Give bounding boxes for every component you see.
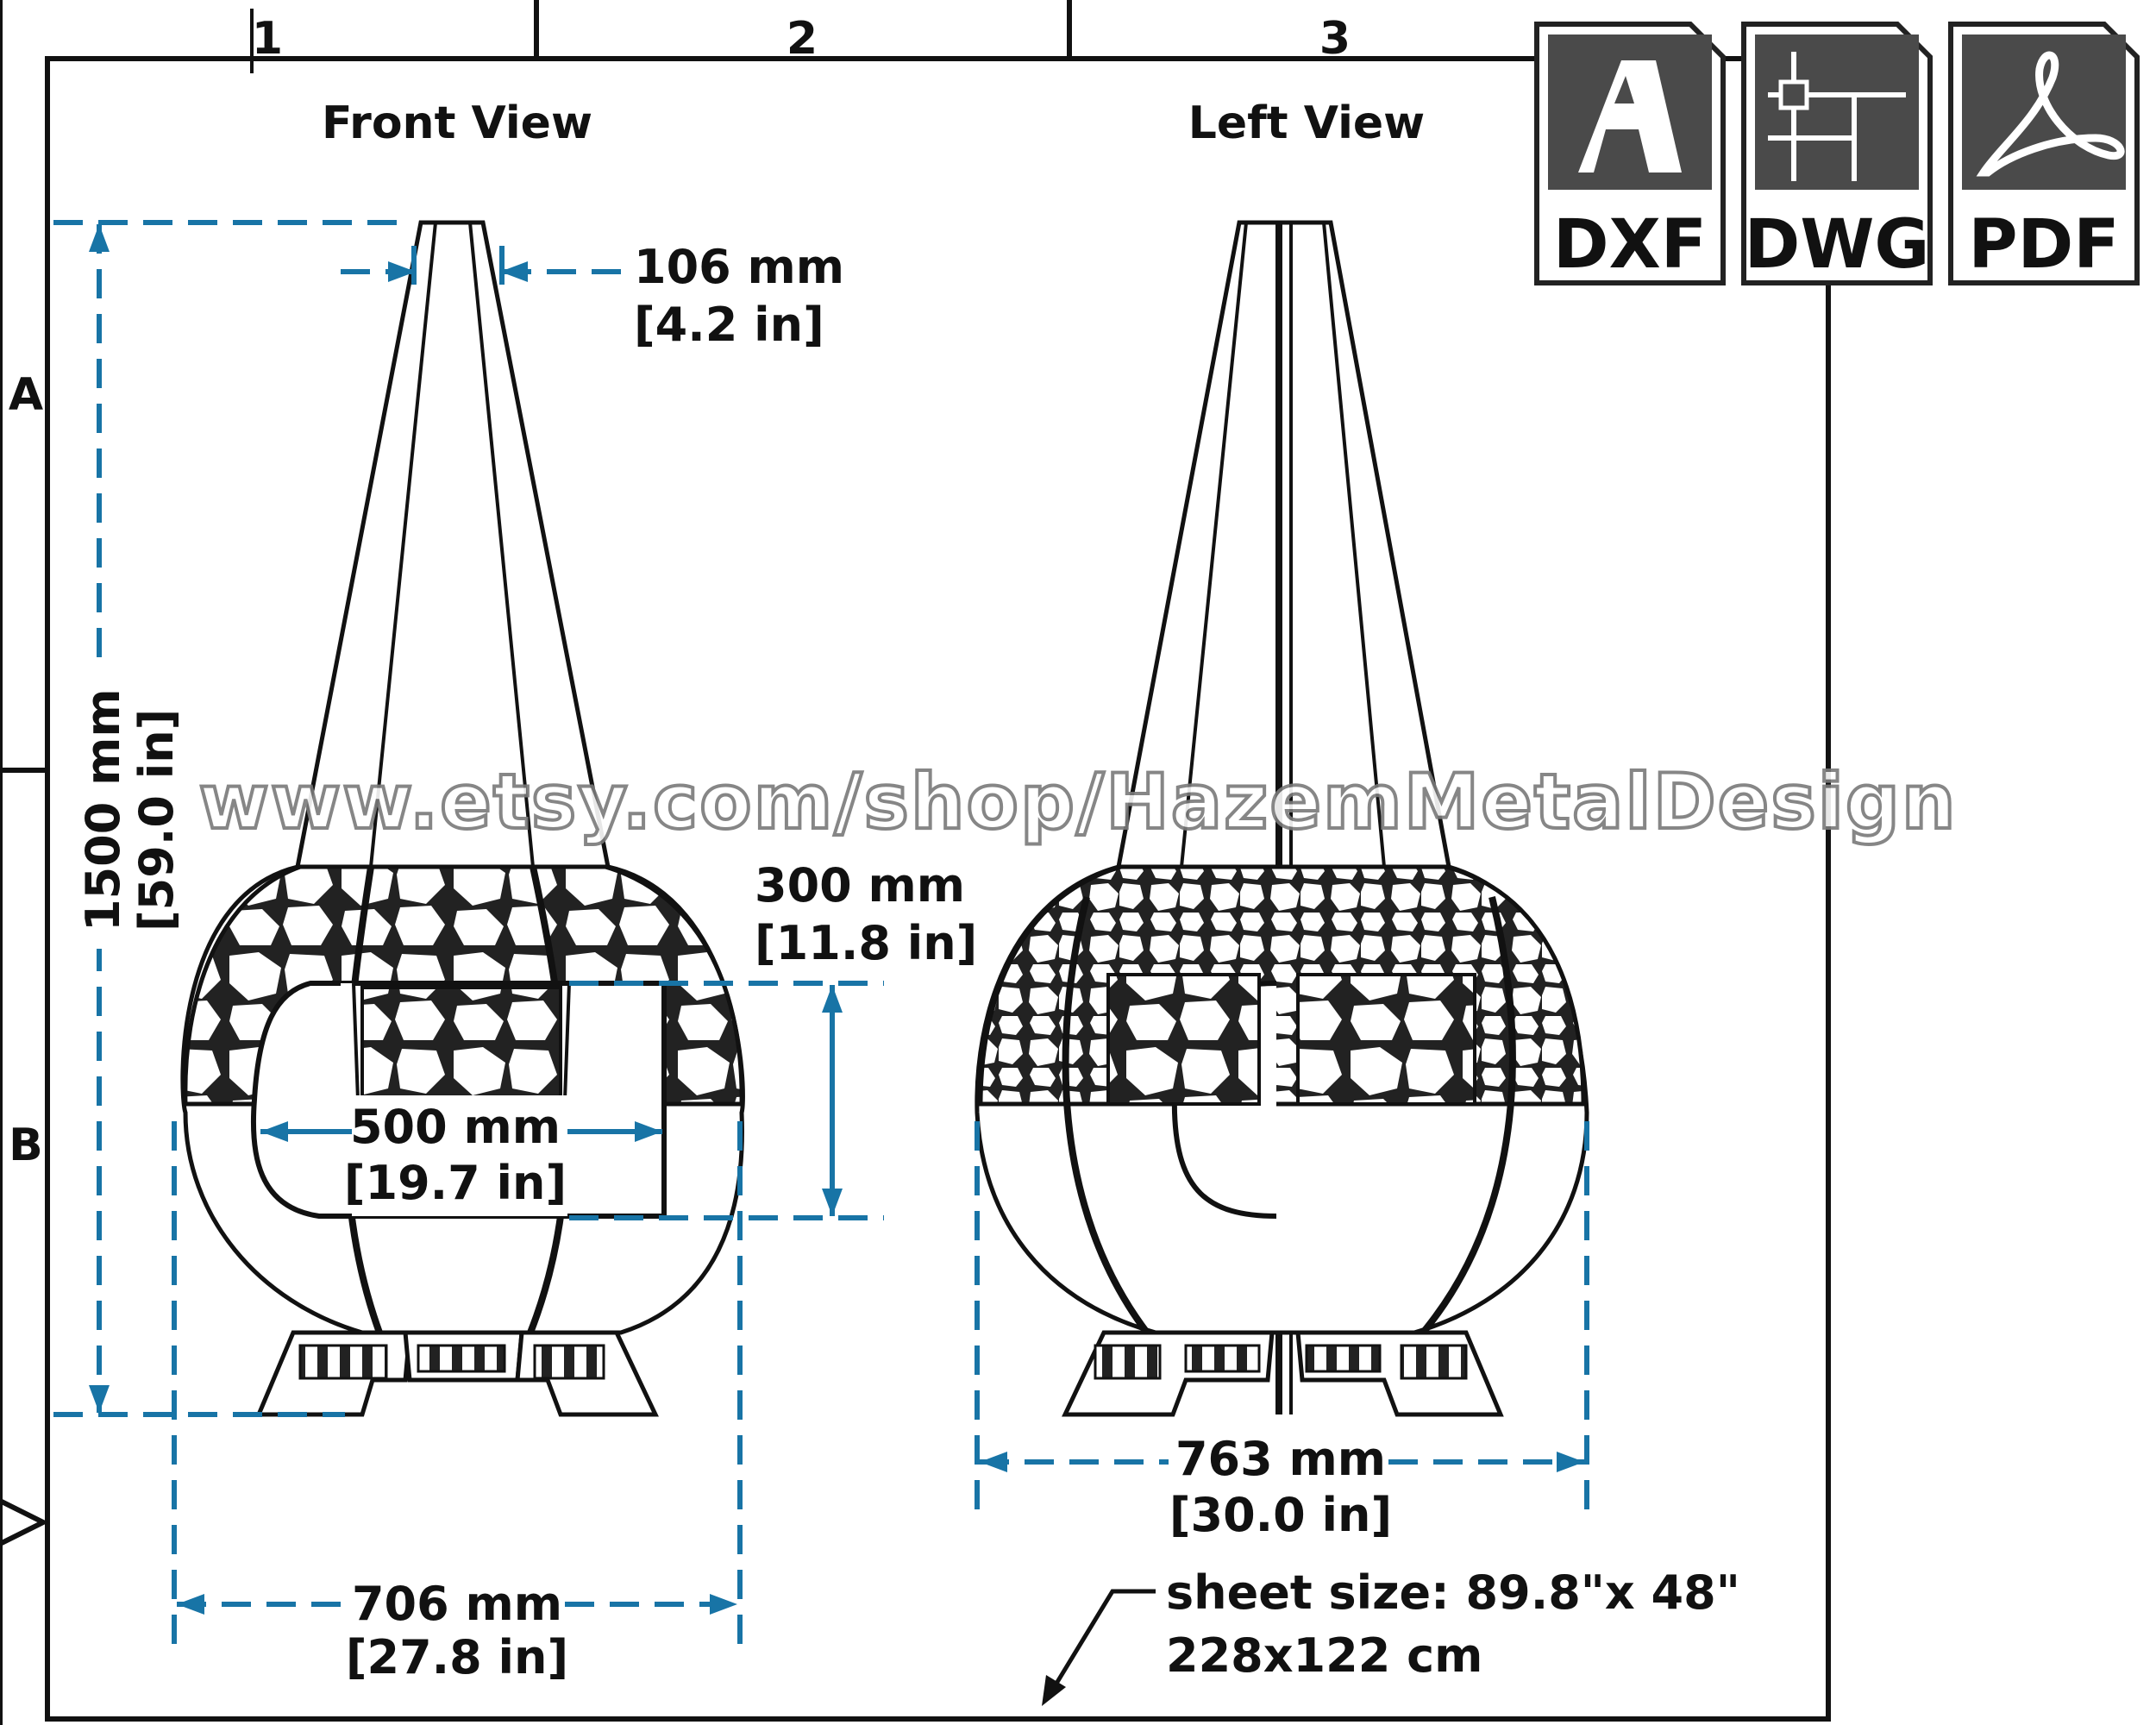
firebox-back-pattern: [360, 986, 562, 1101]
front-view-title: Front View: [322, 97, 592, 149]
body-rib: [1062, 896, 1150, 1335]
arrow-icon: [500, 261, 528, 282]
front-view-drawing: [180, 220, 745, 1417]
dimension-top-width: 106 mm [4.2 in]: [341, 240, 844, 352]
chimney-panel-line: [1180, 222, 1248, 868]
base-vent: [1305, 1344, 1382, 1373]
border-rect: [45, 56, 1831, 1722]
dim-side-width-in: [30.0 in]: [1169, 1488, 1392, 1542]
sheet-size-imperial: sheet size: 89.8"x 48": [1166, 1565, 1740, 1620]
chimney-panel-line: [1322, 222, 1386, 868]
arrow-icon: [177, 1594, 204, 1615]
arrow-icon: [1557, 1452, 1584, 1472]
dim-label-bg: [352, 1095, 567, 1216]
arrow-icon: [89, 1385, 110, 1413]
arrow-icon: [89, 224, 110, 252]
side-pattern-panel: [1296, 973, 1476, 1106]
side-pattern-panel: [1106, 973, 1261, 1106]
dim-label-bg: [71, 673, 174, 949]
arrow-icon: [260, 1121, 288, 1142]
body-rib: [1420, 896, 1516, 1335]
firebox-rib-gap: [341, 983, 355, 1100]
dwg-badge: DWG: [1741, 22, 1933, 285]
dim-opening-width-mm: 500 mm: [350, 1100, 561, 1154]
base-vent: [533, 1344, 605, 1380]
dim-front-width-mm: 706 mm: [352, 1577, 562, 1631]
centering-mark: [0, 1498, 49, 1546]
arrow-icon: [635, 1121, 662, 1142]
grid-col-label: 1: [252, 13, 283, 65]
sheet-size-note: sheet size: 89.8"x 48" 228x122 cm: [1042, 1565, 1740, 1706]
dwg-drawing-icon: [1768, 52, 1906, 181]
grid-row-label: B: [9, 1120, 43, 1171]
dxf-badge: DXF: [1534, 22, 1726, 285]
dim-opening-width-in: [19.7 in]: [344, 1156, 567, 1210]
badge-label: DXF: [1553, 206, 1707, 284]
grid-col-label: 3: [1319, 13, 1351, 65]
sheet-size-metric: 228x122 cm: [1166, 1628, 1482, 1683]
left-view-drawing: [975, 220, 1589, 1417]
badge-label: PDF: [1968, 206, 2119, 284]
dimension-side-width: 763 mm [30.0 in]: [975, 1121, 1589, 1542]
dim-opening-height-in: [11.8 in]: [755, 916, 977, 970]
arrow-icon: [822, 1189, 843, 1216]
base-vent: [417, 1344, 506, 1373]
arrow-icon: [980, 1452, 1007, 1472]
left-view-title: Left View: [1188, 97, 1425, 149]
chimney-panel-line: [468, 222, 535, 868]
grid-row-label: A: [9, 369, 43, 421]
badge-panel: [1755, 34, 1919, 190]
pdf-badge: PDF: [1948, 22, 2140, 285]
dim-top-width-mm: 106 mm: [634, 240, 844, 294]
watermark-url: www.etsy.com/shop/HazemMetalDesign: [198, 757, 1957, 846]
arrow-icon: [388, 261, 416, 282]
autocad-logo-icon: [1578, 60, 1682, 172]
arrow-icon: [710, 1594, 737, 1615]
dim-opening-height-mm: 300 mm: [755, 858, 965, 913]
sheet-frame: 1 2 3 A B: [0, 0, 1831, 1725]
dimension-front-width: 706 mm [27.8 in]: [172, 1121, 743, 1684]
base-vent: [1094, 1344, 1162, 1380]
arrow-icon: [822, 985, 843, 1013]
dimension-opening-height: 300 mm [11.8 in]: [569, 858, 977, 1220]
file-format-badges: DXF DWG PDF: [1534, 22, 2140, 285]
dim-top-width-in: [4.2 in]: [634, 298, 824, 352]
base-vent: [1184, 1344, 1261, 1373]
dimension-height: 1500 mm [59.0 in]: [53, 220, 405, 1417]
base-vent: [298, 1344, 388, 1380]
dim-height-in: [59.0 in]: [129, 709, 184, 932]
acrobat-pdf-icon: [1976, 51, 2125, 177]
dim-side-width-mm: 763 mm: [1175, 1432, 1386, 1486]
dimension-opening-width: 500 mm [19.7 in]: [260, 1095, 662, 1216]
dwg-node-icon: [1778, 79, 1809, 110]
badge-label: DWG: [1745, 206, 1930, 284]
dim-front-width-in: [27.8 in]: [346, 1630, 568, 1684]
dim-height-mm: 1500 mm: [76, 688, 130, 932]
arrow-icon: [1042, 1675, 1066, 1706]
chimney-panel-line: [369, 222, 437, 868]
base-vent: [1400, 1344, 1468, 1380]
grid-col-label: 2: [787, 13, 818, 65]
leader-line: [1050, 1589, 1156, 1692]
